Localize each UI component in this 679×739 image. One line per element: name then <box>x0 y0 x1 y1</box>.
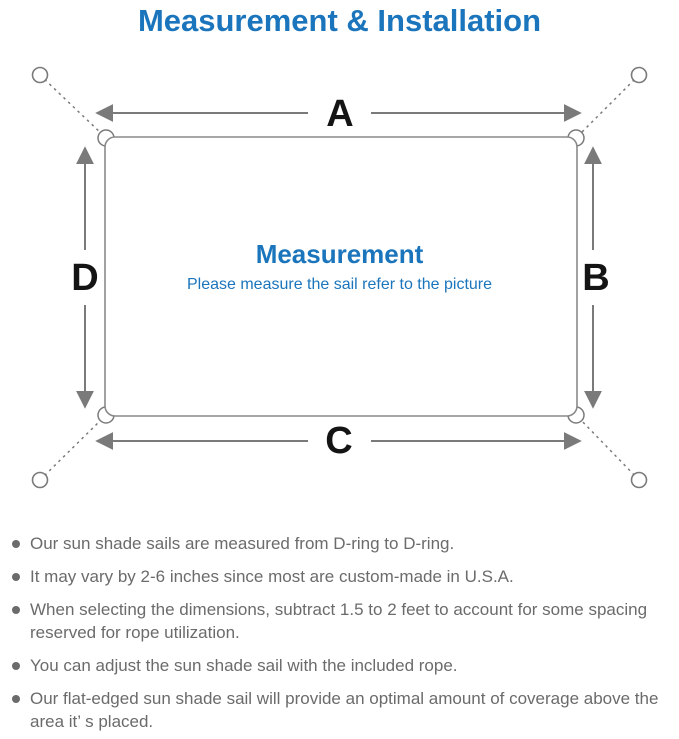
notes-list: Our sun shade sails are measured from D-… <box>0 527 679 734</box>
anchor-ring-bottom-left-icon <box>31 471 49 489</box>
measurement-diagram: A B C D Measurement Please measure the s… <box>0 57 679 527</box>
page-title: Measurement & Installation <box>137 3 542 38</box>
anchor-ring-bottom-right-icon <box>630 471 648 489</box>
note-text: You can adjust the sun shade sail with t… <box>30 655 458 675</box>
diagram-center-title: Measurement <box>255 239 424 269</box>
sail-rectangle <box>104 136 578 417</box>
diagram-center-text: Measurement Please measure the sail refe… <box>0 239 679 294</box>
anchor-ring-top-right-icon <box>630 66 648 84</box>
list-item: Our sun shade sails are measured from D-… <box>12 533 673 556</box>
note-text: Our flat-edged sun shade sail will provi… <box>30 688 659 731</box>
bullet-icon <box>12 694 20 703</box>
list-item: You can adjust the sun shade sail with t… <box>12 655 673 678</box>
dimension-label-c: C <box>325 420 353 462</box>
bullet-icon <box>12 661 20 670</box>
list-item: Our flat-edged sun shade sail will provi… <box>12 688 673 734</box>
note-text: Our sun shade sails are measured from D-… <box>30 534 455 553</box>
sail-diagram-graphic <box>31 66 648 489</box>
list-item: It may vary by 2-6 inches since most are… <box>12 566 673 589</box>
list-item: When selecting the dimensions, subtract … <box>12 599 673 645</box>
anchor-ring-icons <box>31 66 648 489</box>
note-text: When selecting the dimensions, subtract … <box>30 599 648 642</box>
dimension-label-b: B <box>582 257 610 299</box>
bullet-icon <box>12 605 20 614</box>
anchor-ring-top-left-icon <box>31 66 49 84</box>
note-text: It may vary by 2-6 inches since most are… <box>30 566 514 586</box>
rope-dashed-lines <box>39 74 640 481</box>
dimension-label-a: A <box>326 93 354 135</box>
page-header: Measurement & Installation <box>0 0 679 57</box>
diagram-center-subtitle: Please measure the sail refer to the pic… <box>186 275 493 293</box>
dimension-label-d: D <box>71 257 99 299</box>
bullet-icon <box>12 540 20 548</box>
bullet-icon <box>12 572 20 581</box>
